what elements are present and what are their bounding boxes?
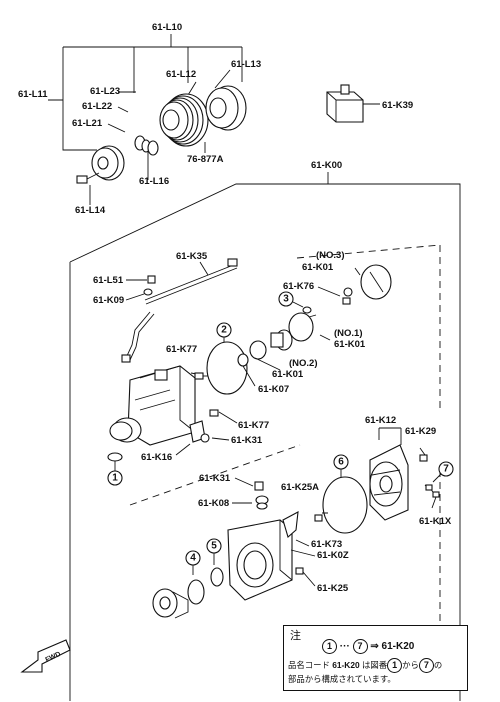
label-61-L22: 61-L22 <box>82 101 112 112</box>
label-61-K00: 61-K00 <box>311 160 342 171</box>
valve-parts: (NO.3) 61-K01 61-K76 (NO.1) 61-K01 (NO.2… <box>141 250 392 463</box>
note-arrow: ⇒ <box>370 641 379 652</box>
callout-2: 2 <box>206 322 248 395</box>
label-61-L23: 61-L23 <box>90 86 120 97</box>
label-61-K77-top: 61-K77 <box>166 344 197 355</box>
label-61-K01-no2: 61-K01 <box>272 369 304 380</box>
pulley-61-L12 <box>159 93 209 147</box>
label-61-L16: 61-L16 <box>139 176 169 187</box>
label-61-K39: 61-K39 <box>382 100 413 111</box>
label-61-L11: 61-L11 <box>18 89 48 100</box>
label-no1: (NO.1) <box>334 328 363 339</box>
bolt-61-L14 <box>76 172 100 184</box>
svg-text:1: 1 <box>112 473 118 484</box>
label-61-L51: 61-L51 <box>93 275 124 286</box>
label-61-K09: 61-K09 <box>93 295 124 306</box>
lower-housing: 61-K31 61-K25A 61-K08 61-K73 61-K0Z 61-K… <box>152 473 349 619</box>
snap-ring-61-L16 <box>147 140 159 156</box>
note-line2-code: 61-K20 <box>332 660 360 670</box>
rear-head-61-K12: 61-K12 61-K29 61-K1X <box>365 415 452 527</box>
label-no2: (NO.2) <box>289 358 318 369</box>
label-no3: (NO.3) <box>316 250 345 261</box>
svg-text:5: 5 <box>211 541 217 552</box>
label-61-K08: 61-K08 <box>198 498 229 509</box>
o-ring-61-K09 <box>143 288 153 296</box>
label-61-L14: 61-L14 <box>75 205 106 216</box>
label-61-K0Z: 61-K0Z <box>317 550 349 561</box>
label-61-K35: 61-K35 <box>176 251 208 262</box>
label-61-K1X: 61-K1X <box>419 516 452 527</box>
svg-text:6: 6 <box>338 457 344 468</box>
label-61-L12: 61-L12 <box>166 69 196 80</box>
callout-1: 1 <box>107 452 123 486</box>
note-line2-to: 7 <box>418 658 434 673</box>
note-line2-a: 品名コード <box>288 660 333 670</box>
label-61-L10: 61-L10 <box>152 22 182 33</box>
note-line3: 部品から構成されています。 <box>288 674 396 684</box>
label-61-L13: 61-L13 <box>231 59 261 70</box>
callout-5: 5 <box>206 538 224 587</box>
label-61-K31-mid: 61-K31 <box>231 435 263 446</box>
label-76-877A: 76-877A <box>187 154 224 165</box>
label-61-K07: 61-K07 <box>258 384 289 395</box>
note-line2-c: から <box>402 660 419 670</box>
fwd-arrow: FWD <box>20 639 71 673</box>
pipe-61-K35: 61-K35 61-L51 61-K09 <box>93 251 238 363</box>
compressor-frame: 61-K00 <box>69 160 461 701</box>
note-dots: ··· <box>339 641 350 652</box>
o-ring-2 <box>206 341 248 395</box>
hub-61-L11 <box>91 145 125 181</box>
label-61-K12: 61-K12 <box>365 415 396 426</box>
note-target: 61-K20 <box>381 641 415 652</box>
label-61-K31-lower: 61-K31 <box>199 473 231 484</box>
callout-7: 7 <box>432 461 454 483</box>
svg-text:7: 7 <box>443 464 449 475</box>
coil-61-L13 <box>205 85 247 131</box>
label-61-K76: 61-K76 <box>283 281 314 292</box>
label-61-K25: 61-K25 <box>317 583 349 594</box>
label-61-L21: 61-L21 <box>72 118 103 129</box>
bolt-61-L51 <box>147 275 156 284</box>
svg-text:4: 4 <box>190 553 196 564</box>
label-61-K77-mid: 61-K77 <box>238 420 269 431</box>
label-61-K01-no1: 61-K01 <box>334 339 366 350</box>
label-61-K01-no3: 61-K01 <box>302 262 334 273</box>
note-line2-from: 1 <box>387 658 403 673</box>
label-61-K73: 61-K73 <box>311 539 342 550</box>
callout-3: 3 <box>278 291 312 314</box>
note-line2-b: は図番 <box>359 660 388 670</box>
note-to-callout: 7 <box>352 639 368 654</box>
note-range-row: 1 ··· 7 ⇒ 61-K20 <box>322 639 414 654</box>
callout-6: 6 <box>322 454 368 534</box>
svg-text:2: 2 <box>221 325 227 336</box>
label-61-K29: 61-K29 <box>405 426 436 437</box>
front-housing <box>109 365 210 446</box>
clutch-group: 61-L10 <box>18 22 261 216</box>
label-61-K25A: 61-K25A <box>281 482 319 493</box>
svg-text:3: 3 <box>283 294 289 305</box>
note-heading: 注 <box>290 630 301 642</box>
oil-can-61-K39: 61-K39 <box>326 84 413 123</box>
label-61-K16: 61-K16 <box>141 452 172 463</box>
note-from-callout: 1 <box>322 639 337 654</box>
callout-4: 4 <box>185 550 205 605</box>
